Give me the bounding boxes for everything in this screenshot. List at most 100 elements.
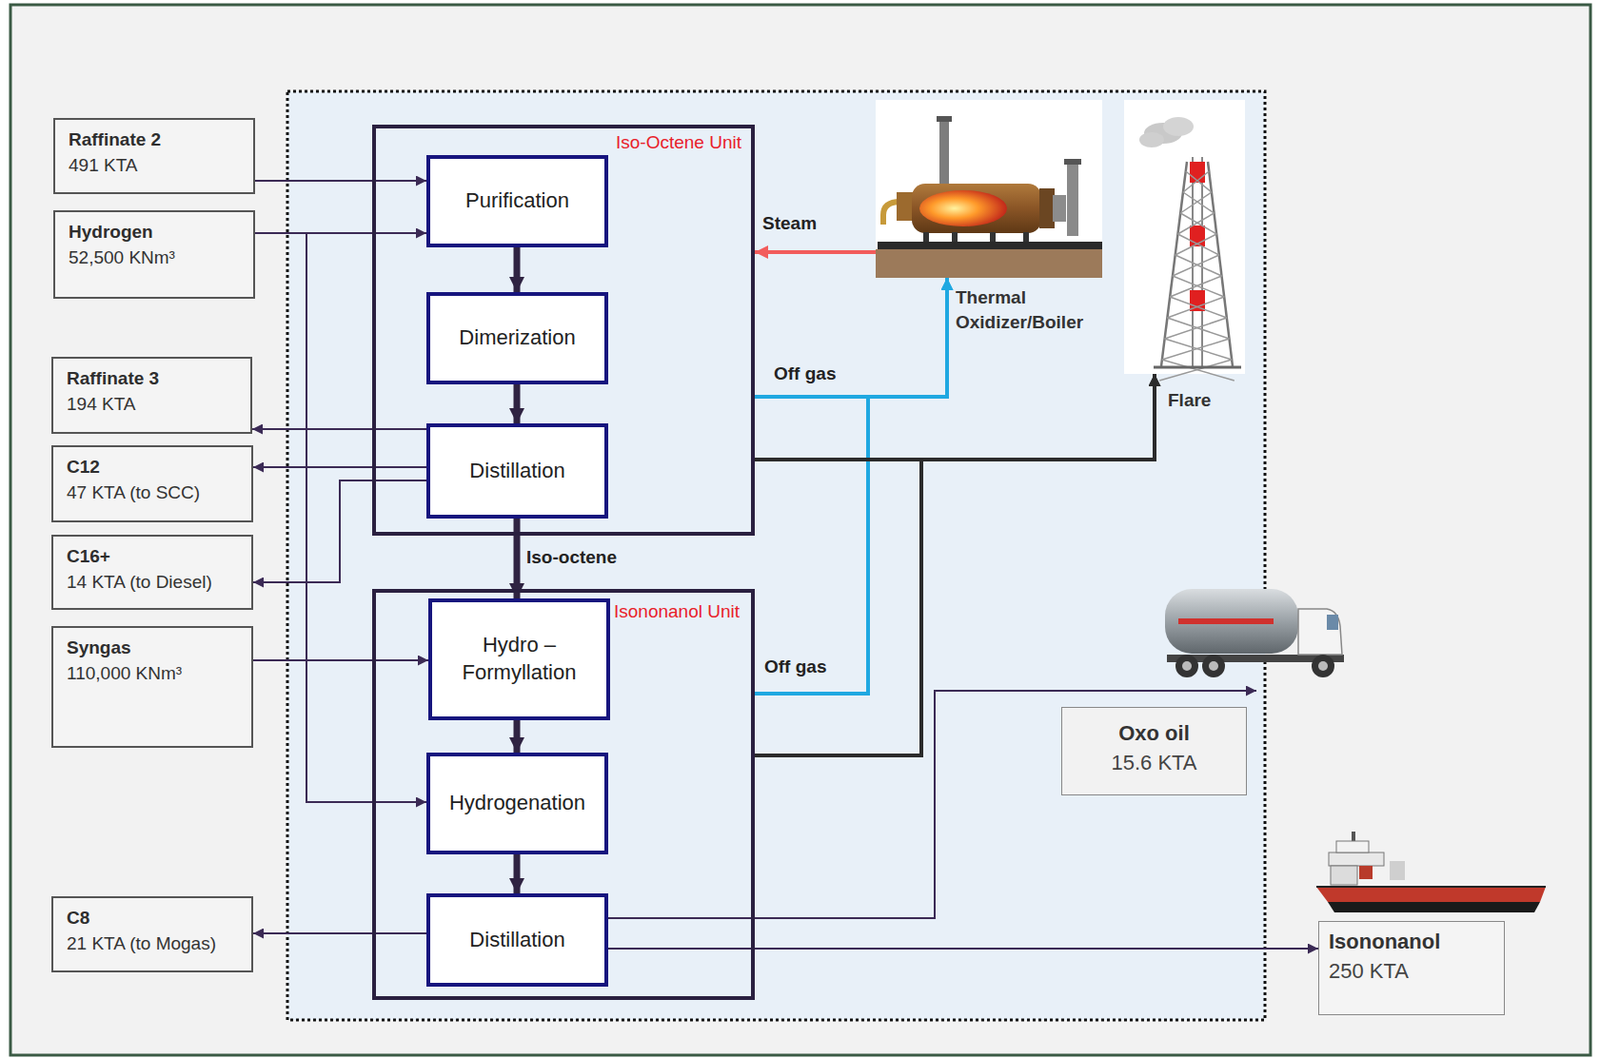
flare-lattice-part — [1169, 296, 1227, 318]
process-box: Distillation — [426, 893, 609, 988]
node-value: 15.6 KTA — [1062, 749, 1246, 779]
thermal-oxidizer-illustration-part — [1052, 195, 1067, 222]
flare-illustration-part — [1189, 161, 1205, 183]
tanker-ship-illustration-part — [1316, 887, 1546, 903]
flare-lattice-part — [1183, 192, 1215, 214]
node-label: Hydro – Formyllation — [448, 632, 592, 687]
thermal-oxidizer-illustration-part — [875, 249, 1103, 278]
flow-arrow — [754, 277, 948, 694]
outer-frame — [10, 4, 1591, 1056]
unit-box: Isononanol UnitHydro – FormyllationHydro… — [372, 589, 755, 1001]
product-label-box: Oxo oil15.6 KTA — [1061, 707, 1247, 796]
tank-truck-illustration-part — [1311, 654, 1335, 678]
flare-illustration-part — [1124, 99, 1245, 375]
edge-label: Steam — [762, 213, 817, 235]
tank-truck-illustration — [1165, 589, 1344, 678]
node-heading: Oxo oil — [1062, 719, 1246, 750]
edge-label: Iso-octene — [526, 547, 617, 569]
flare-lattice-part — [1162, 338, 1230, 360]
flow-arrow — [513, 720, 521, 753]
node-heading: Raffinate 3 — [66, 366, 238, 393]
output-box: Raffinate 3194 KTA — [51, 356, 253, 435]
flare-lattice — [1159, 171, 1235, 381]
plant-boundary — [287, 91, 1265, 1021]
node-heading: C16+ — [66, 544, 238, 571]
thermal-oxidizer-illustration-part — [1064, 158, 1082, 165]
flare-lattice-part — [1177, 234, 1219, 256]
input-box: Syngas110,000 KNm³ — [51, 626, 254, 749]
tanker-ship-illustration-part — [1389, 861, 1405, 881]
flare-lattice-part — [1185, 171, 1212, 193]
flow-arrow — [754, 374, 1155, 756]
tanker-ship-illustration-part — [1316, 886, 1546, 889]
process-box: Hydro – Formyllation — [428, 598, 611, 721]
thermal-oxidizer-illustration-part — [875, 99, 1103, 278]
node-value: 21 KTA (to Mogas) — [66, 931, 238, 958]
node-heading: Syngas — [66, 635, 238, 662]
node-label: Distillation — [469, 457, 565, 486]
flare-lattice-part — [1175, 255, 1223, 277]
node-label: Iso-Octene Unit — [615, 130, 750, 157]
flow-arrow — [513, 518, 521, 599]
flow-arrow — [608, 948, 1319, 950]
node-heading: C12 — [66, 454, 238, 481]
tanker-ship-illustration-part — [1336, 841, 1369, 853]
flow-arrow — [253, 466, 427, 469]
tanker-ship-illustration-part — [1327, 902, 1541, 913]
thermal-oxidizer-illustration-part — [877, 241, 1103, 250]
thermal-oxidizer-illustration-part — [1039, 188, 1055, 229]
node-heading: Isononanol — [1328, 928, 1495, 958]
node-label: Hydrogenation — [449, 790, 586, 818]
thermal-oxidizer-illustration-part — [936, 116, 952, 122]
process-box: Distillation — [426, 423, 609, 519]
input-box: Raffinate 2491 KTA — [53, 118, 256, 195]
flow-arrow — [513, 854, 521, 894]
thermal-oxidizer-illustration-part — [911, 183, 1042, 234]
tank-truck-illustration-part — [1318, 661, 1328, 672]
flare-illustration-part — [1191, 157, 1194, 367]
flow-arrow — [608, 691, 1257, 919]
flare-illustration — [1124, 99, 1245, 381]
node-heading: Hydrogen — [68, 219, 240, 246]
node-label: Dimerization — [458, 324, 575, 353]
unit-box: Iso-Octene UnitPurificationDimerizationD… — [372, 124, 755, 536]
flare-lattice-part — [1180, 192, 1212, 214]
product-box: Oxo oil15.6 KTA — [1256, 586, 1343, 796]
thermal-oxidizer-illustration-part — [1066, 161, 1079, 237]
thermal-oxidizer-illustration — [875, 99, 1103, 278]
output-box: C16+14 KTA (to Diesel) — [51, 534, 254, 611]
node-value: 491 KTA — [68, 153, 240, 179]
tanker-ship-illustration-part — [1330, 866, 1358, 886]
flare-lattice-part — [1159, 359, 1232, 381]
thermal-oxidizer-illustration-part — [896, 192, 914, 221]
flow-arrow — [513, 384, 521, 424]
flow-arrow — [754, 374, 1155, 460]
flow-arrow — [754, 250, 876, 255]
tank-truck-illustration-part — [1182, 661, 1192, 672]
node-heading: C8 — [66, 906, 238, 932]
tanker-ship-illustration-part — [1328, 852, 1384, 867]
tank-truck-illustration-part — [1326, 614, 1339, 631]
flow-arrow — [253, 659, 429, 662]
flare-illustration-part — [1139, 132, 1165, 148]
node-value: 14 KTA (to Diesel) — [66, 570, 238, 596]
flare-lattice-part — [1165, 338, 1233, 360]
output-box: C1247 KTA (to SCC) — [51, 445, 254, 523]
flare-lattice-part — [1172, 276, 1225, 297]
tank-truck-illustration-part — [1208, 661, 1219, 672]
node-value: 47 KTA (to SCC) — [66, 480, 238, 507]
input-box: Hydrogen52,500 KNm³ — [53, 210, 256, 299]
tanker-ship-illustration-part — [1359, 866, 1373, 880]
node-label: Thermal Oxidizer/Boiler — [955, 285, 1099, 335]
flow-arrow — [253, 480, 427, 583]
process-box: Dimerization — [426, 292, 609, 385]
flow-arrow — [253, 932, 427, 935]
outer-frame-part — [10, 4, 1591, 1056]
process-box: Purification — [426, 155, 609, 248]
edge-label: Off gas — [773, 363, 836, 385]
flare-lattice-part — [1183, 171, 1209, 193]
tanker-ship-illustration — [1316, 831, 1546, 913]
tank-truck-illustration-part — [1298, 609, 1343, 655]
flare-lattice-part — [1172, 255, 1220, 277]
